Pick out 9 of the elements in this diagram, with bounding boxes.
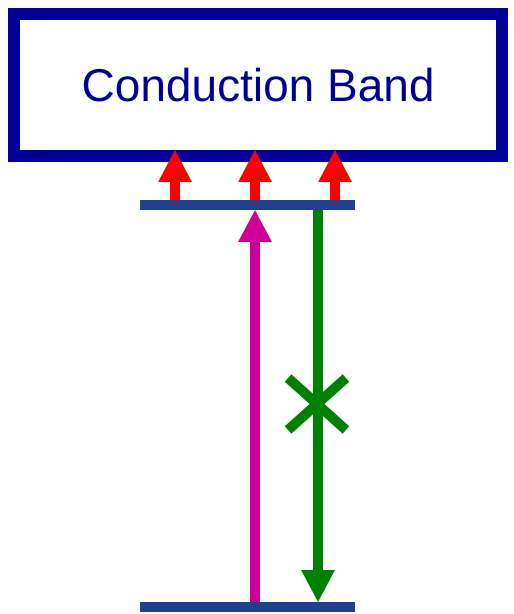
arrow bbox=[301, 210, 335, 602]
energy-level-bar bbox=[140, 602, 355, 612]
arrow bbox=[158, 150, 192, 200]
arrow bbox=[318, 150, 352, 200]
band-label: Conduction Band bbox=[82, 58, 434, 112]
energy-level-bar bbox=[140, 200, 355, 210]
arrow bbox=[238, 150, 272, 200]
arrow bbox=[238, 210, 272, 602]
band-box bbox=[8, 8, 508, 162]
